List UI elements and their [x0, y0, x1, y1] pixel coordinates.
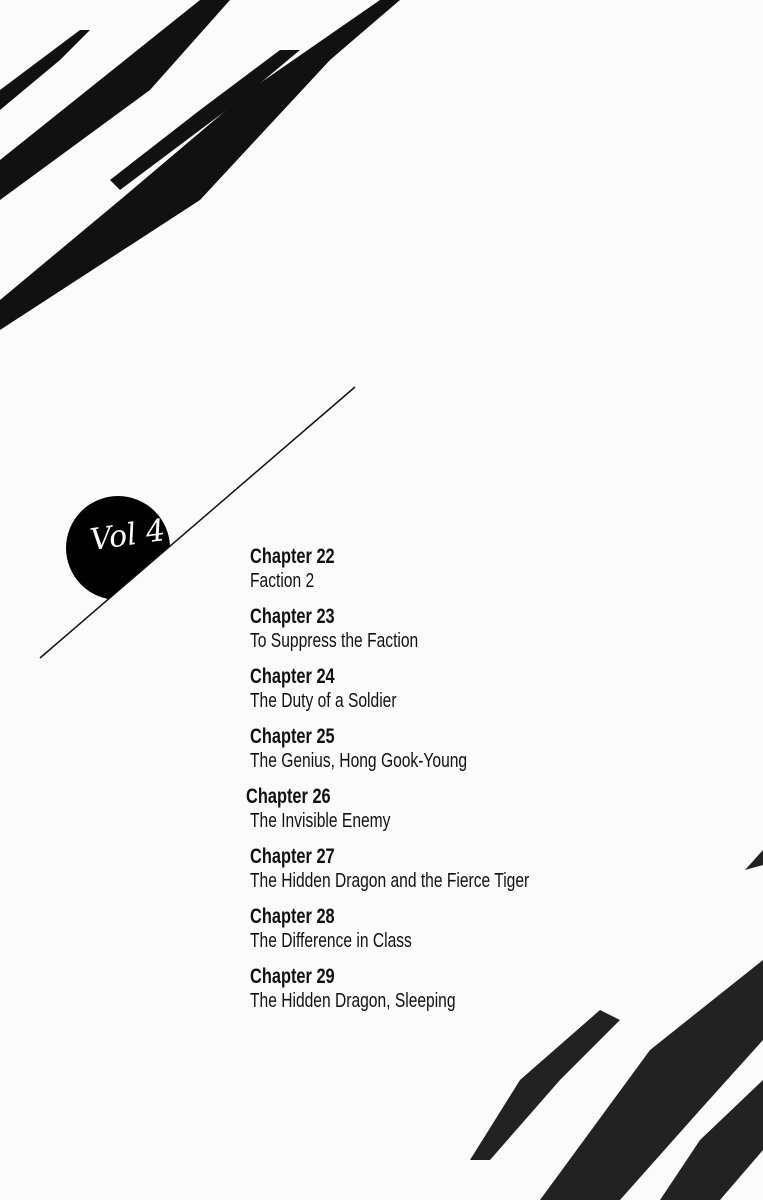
chapter-title: The Difference in Class [250, 930, 412, 952]
chapter-title: The Genius, Hong Gook-Young [250, 750, 468, 772]
chapter-label: Chapter 29 [250, 965, 335, 988]
chapter-title: The Invisible Enemy [250, 810, 391, 832]
top-left-brush-stroke [0, 0, 400, 330]
chapter-label: Chapter 23 [250, 605, 335, 628]
chapter-title: To Suppress the Faction [250, 630, 419, 652]
chapter-label: Chapter 24 [250, 665, 335, 688]
diagonal-divider-line [39, 386, 356, 659]
chapter-title: Faction 2 [250, 570, 315, 592]
chapter-title: The Hidden Dragon and the Fierce Tiger [250, 870, 530, 892]
chapter-label: Chapter 25 [250, 725, 335, 748]
chapter-label: Chapter 27 [250, 845, 335, 868]
chapter-title: The Hidden Dragon, Sleeping [250, 990, 456, 1012]
chapter-label: Chapter 22 [250, 545, 335, 568]
bottom-right-brush-stroke [470, 850, 763, 1200]
chapter-label: Chapter 26 [246, 785, 331, 808]
chapter-label: Chapter 28 [250, 905, 335, 928]
chapter-title: The Duty of a Soldier [250, 690, 397, 712]
